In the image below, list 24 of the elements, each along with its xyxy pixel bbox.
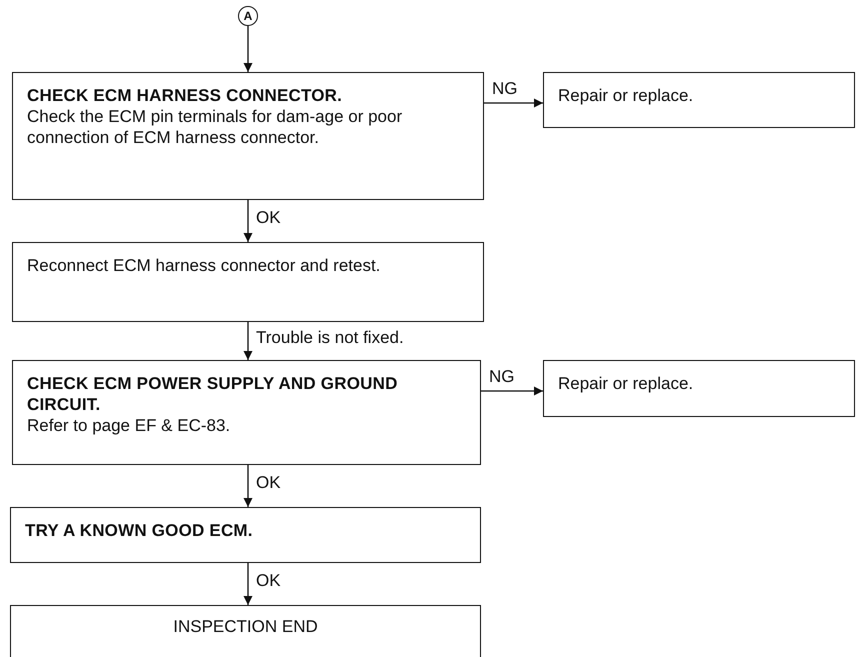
connector-circle: A: [238, 6, 258, 26]
process-box: [10, 507, 481, 563]
process-box: [12, 242, 484, 322]
step-text: Check the ECM pin terminals for dam-age or poor connection of ECM harness connector.: [27, 106, 404, 148]
arrow: [484, 98, 543, 108]
step-heading: TRY A KNOWN GOOD ECM.: [25, 520, 254, 541]
arrow: [244, 200, 252, 242]
process-box: [543, 360, 855, 417]
process-box: [10, 605, 481, 657]
arrow: [244, 322, 252, 360]
arrow: [481, 386, 543, 396]
step-heading: CHECK ECM POWER SUPPLY AND GROUND CIRCUIT.: [27, 373, 399, 415]
step-text: Reconnect ECM harness connector and retest.: [27, 255, 382, 276]
step-text: Refer to page EF & EC-83.: [27, 415, 232, 436]
step-text: INSPECTION END: [172, 616, 319, 637]
arrow: [244, 563, 252, 605]
step-heading: CHECK ECM HARNESS CONNECTOR.: [27, 85, 344, 106]
arrow: [244, 465, 252, 507]
check-box: [12, 360, 481, 465]
arrow: [244, 26, 252, 72]
step-text: Repair or replace.: [558, 85, 694, 106]
process-box: [543, 72, 855, 128]
step-text: Repair or replace.: [558, 373, 694, 394]
check-box: [12, 72, 484, 200]
